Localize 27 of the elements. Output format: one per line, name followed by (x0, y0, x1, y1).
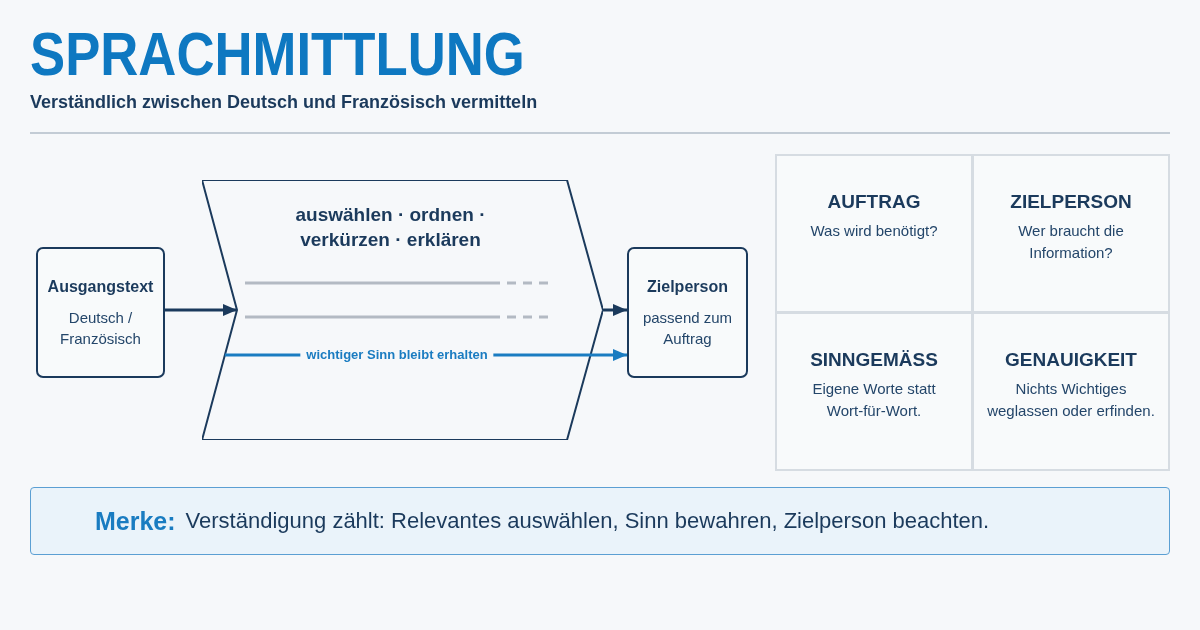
info-panel (972, 154, 1170, 313)
info-panel (972, 312, 1170, 471)
cell-heading: GENAUIGKEIT (1005, 348, 1137, 372)
info-panel (775, 312, 973, 471)
subtitle: Verständlich zwischen Deutsch und Französisch vermitteln (30, 91, 538, 113)
cell-text: Was wird benötigt? (810, 221, 938, 241)
note-box (30, 487, 1170, 555)
cell-text: Eigene Worte statt Wort-für-Wort. (811, 379, 937, 421)
node-text: passend zum Auftrag (641, 307, 734, 349)
info-panel (775, 154, 973, 313)
process-step-panel (202, 180, 603, 440)
node-title: Zielperson (647, 276, 728, 297)
process-text: auswählen · ordnen · verkürzen · erklären (294, 203, 487, 252)
cell-text: Nichts Wichtiges weglassen oder erfinden. (986, 379, 1156, 421)
process-box (36, 247, 165, 378)
note-text: Verständigung zählt: Relevantes auswählen, Sinn bewahren, Zielperson beachten. (185, 507, 990, 535)
title: SPRACHMITTLUNG (30, 23, 525, 85)
node-text: Deutsch / Französisch (59, 307, 142, 349)
cell-heading: ZIELPERSON (1010, 190, 1132, 214)
cell-text: Wer braucht die Information? (1017, 221, 1125, 263)
cell-heading: AUFTRAG (827, 190, 921, 214)
cell-heading: SINNGEMÄSS (810, 348, 938, 372)
arrow (165, 304, 237, 316)
arrow (603, 304, 627, 316)
node-title: Ausgangstext (47, 276, 154, 297)
process-box (627, 247, 748, 378)
note-heading: Merke: (95, 506, 176, 536)
